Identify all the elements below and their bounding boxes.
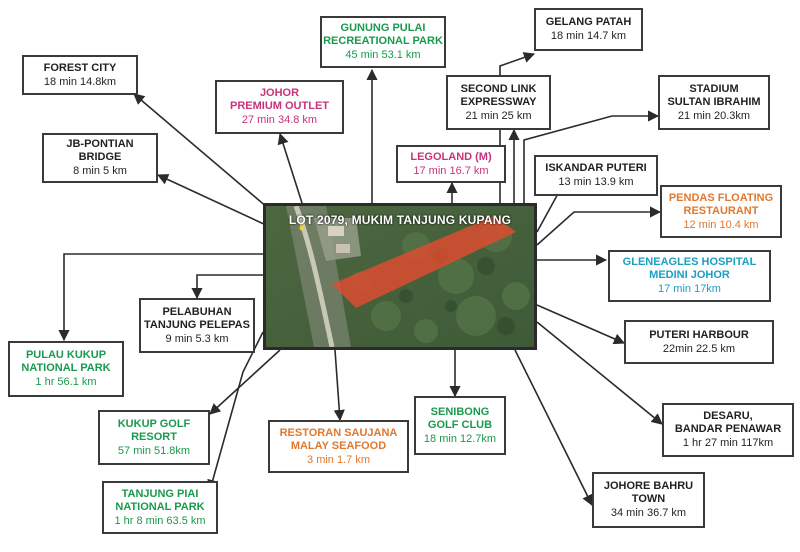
arrow-stadium (523, 110, 660, 203)
card-detail: 18 min 14.8km (43, 75, 117, 88)
card-title: SENIBONG (430, 405, 490, 418)
card-desaru: DESARU, BANDAR PENAWAR 1 hr 27 min 117km (662, 403, 794, 457)
card-title: ISKANDAR PUTERI (545, 162, 647, 174)
card-title: STADIUM (689, 82, 739, 95)
arrow-kukup-golf (209, 349, 281, 415)
card-detail: 1 hr 56.1 km (35, 376, 97, 388)
card-forest-city: FOREST CITY 18 min 14.8km (22, 55, 138, 95)
card-detail: 12 min 10.4 km (683, 218, 759, 231)
card-title: LEGOLAND (M) (410, 150, 492, 163)
card-second-link: SECOND LINK EXPRESSWAY 21 min 25 km (446, 75, 551, 130)
card-title: BRIDGE (78, 151, 122, 163)
card-title: NATIONAL PARK (115, 500, 205, 513)
card-title: GOLF CLUB (427, 418, 493, 431)
arrow-pulau-kukup (58, 253, 263, 342)
arrow-johore-bahru (514, 349, 593, 507)
site-title: LOT 2079, MUKIM TANJUNG KUPANG (288, 213, 512, 227)
card-detail: 1 hr 8 min 63.5 km (114, 514, 206, 527)
card-detail: 22min 22.5 km (662, 342, 736, 355)
card-title: PELABUHAN (162, 305, 232, 318)
card-title: RESORT (131, 430, 177, 443)
card-title: TOWN (631, 493, 666, 505)
arrow-johor-premium (277, 132, 303, 204)
card-detail: 34 min 36.7 km (610, 507, 687, 519)
card-title: SECOND LINK (460, 82, 537, 95)
aerial-photo (266, 206, 534, 347)
card-detail: 17 min 16.7 km (413, 164, 489, 177)
card-detail: 18 min 12.7km (423, 432, 497, 445)
card-title: JOHOR (259, 87, 300, 99)
site-aerial-map: LOT 2079, MUKIM TANJUNG KUPANG (263, 203, 537, 350)
card-title: FOREST CITY (43, 61, 117, 74)
card-title: SULTAN IBRAHIM (667, 95, 761, 108)
arrow-restoran (333, 349, 345, 422)
card-detail: 57 min 51.8km (117, 444, 191, 457)
card-johor-premium-outlet: JOHOR PREMIUM OUTLET 27 min 34.8 km (215, 80, 344, 134)
card-detail: 9 min 5.3 km (165, 332, 229, 345)
card-title: PENDAS FLOATING (668, 191, 774, 204)
card-title: NATIONAL PARK (21, 362, 111, 374)
arrow-pendas (536, 206, 662, 246)
card-detail: 1 hr 27 min 117km (682, 437, 774, 449)
card-detail: 45 min 53.1 km (345, 49, 421, 61)
card-detail: 21 min 20.3km (677, 109, 751, 122)
card-title: KUKUP GOLF (117, 417, 191, 430)
card-title: DESARU, (703, 410, 753, 422)
card-title: PUTERI HARBOUR (649, 328, 749, 341)
arrow-forest-city (133, 93, 269, 209)
card-jb-pontian: JB-PONTIAN BRIDGE 8 min 5 km (42, 133, 158, 183)
card-pulau-kukup: PULAU KUKUP NATIONAL PARK 1 hr 56.1 km (8, 341, 124, 397)
card-detail: 8 min 5 km (73, 165, 127, 177)
card-pelabuhan: PELABUHAN TANJUNG PELEPAS 9 min 5.3 km (139, 298, 255, 353)
card-iskandar-puteri: ISKANDAR PUTERI 13 min 13.9 km (534, 155, 658, 196)
card-pendas: PENDAS FLOATING RESTAURANT 12 min 10.4 k… (660, 185, 782, 238)
card-title: JOHORE BAHRU (603, 480, 694, 492)
card-title: MEDINI JOHOR (649, 269, 730, 281)
card-title: GUNUNG PULAI (340, 22, 426, 34)
card-restoran-saujana: RESTORAN SAUJANA MALAY SEAFOOD 3 min 1.7… (268, 420, 409, 473)
card-detail: 18 min 14.7 km (550, 30, 627, 42)
card-detail: 17 min 17km (658, 283, 721, 295)
card-gunung-pulai: GUNUNG PULAI RECREATIONAL PARK 45 min 53… (320, 16, 446, 68)
card-detail: 13 min 13.9 km (558, 176, 634, 188)
card-stadium: STADIUM SULTAN IBRAHIM 21 min 20.3km (658, 75, 770, 130)
card-detail: 3 min 1.7 km (307, 453, 370, 466)
card-legoland: LEGOLAND (M) 17 min 16.7 km (396, 145, 506, 183)
card-kukup-golf: KUKUP GOLF RESORT 57 min 51.8km (98, 410, 210, 465)
arrow-jb-pontian (156, 174, 267, 226)
card-tanjung-piai: TANJUNG PIAI NATIONAL PARK 1 hr 8 min 63… (102, 481, 218, 534)
card-title: TANJUNG PELEPAS (144, 318, 250, 331)
card-title: RESTORAN SAUJANA (279, 426, 398, 439)
card-senibong: SENIBONG GOLF CLUB 18 min 12.7km (414, 396, 506, 455)
arrow-tanjung-piai (207, 331, 264, 492)
card-title: RESTAURANT (683, 204, 759, 217)
arrow-desaru (536, 321, 663, 425)
arrow-pelabuhan (191, 274, 263, 300)
card-gelang-patah: GELANG PATAH 18 min 14.7 km (534, 8, 643, 51)
card-puteri-harbour: PUTERI HARBOUR 22min 22.5 km (624, 320, 774, 364)
card-johore-bahru: JOHORE BAHRU TOWN 34 min 36.7 km (592, 472, 705, 528)
card-title: JB-PONTIAN (66, 138, 134, 150)
card-title: GLENEAGLES HOSPITAL (622, 256, 757, 268)
card-title: PREMIUM OUTLET (230, 100, 329, 112)
card-title: EXPRESSWAY (460, 95, 537, 108)
card-title: BANDAR PENAWAR (674, 423, 782, 435)
card-title: GELANG PATAH (545, 16, 632, 28)
card-title: TANJUNG PIAI (121, 487, 199, 500)
card-detail: 27 min 34.8 km (241, 114, 318, 126)
card-title: RECREATIONAL PARK (323, 35, 443, 47)
arrow-puteri-harbour (536, 304, 626, 345)
card-title: PULAU KUKUP (25, 349, 107, 361)
card-gleneagles: GLENEAGLES HOSPITAL MEDINI JOHOR 17 min … (608, 250, 771, 302)
card-detail: 21 min 25 km (465, 109, 532, 122)
card-title: MALAY SEAFOOD (290, 439, 387, 452)
